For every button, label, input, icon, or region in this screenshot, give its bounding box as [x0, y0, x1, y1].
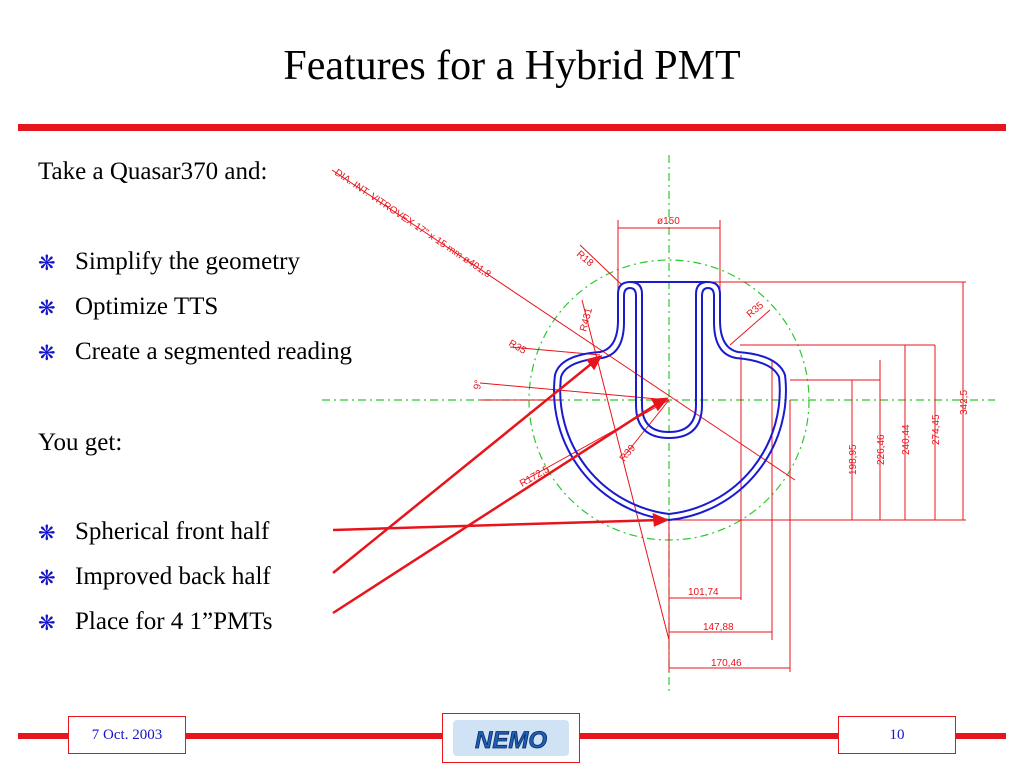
bullet-backhalf: Improved back half [75, 563, 271, 590]
pmt-outline-inner [559, 286, 781, 516]
angle-label: 9° [472, 379, 484, 390]
dim-h1: 101,74 [688, 587, 719, 598]
asterisk-icon: ❋ [38, 296, 56, 320]
dim-v3: 240,44 [901, 424, 912, 455]
dim-v2: 226,46 [876, 434, 887, 465]
bullet-segmented: Create a segmented reading [75, 338, 352, 365]
r431-label: R431 [578, 306, 595, 332]
slide-title: Features for a Hybrid PMT [283, 43, 741, 89]
r431-leader [581, 299, 670, 641]
angle-line-a [479, 382, 670, 401]
reference-circle [528, 259, 810, 541]
arrow-spherical [332, 518, 661, 532]
r18-leader [579, 244, 623, 286]
r39-leader [624, 399, 670, 456]
footer-date: 7 Oct. 2003 [68, 716, 186, 754]
asterisk-icon: ❋ [38, 251, 56, 275]
r35-right-leader [729, 309, 771, 346]
asterisk-icon: ❋ [38, 611, 56, 635]
r35-left-label: R35 [507, 338, 529, 357]
pmt-outline-outer [553, 280, 787, 522]
dim-v4: 274,45 [931, 414, 942, 445]
intro-text: Take a Quasar370 and: [38, 158, 268, 185]
asterisk-icon: ❋ [38, 521, 56, 545]
dim-h3: 170,46 [711, 658, 742, 669]
footer-page-number: 10 [838, 716, 956, 754]
you-get-text: You get: [38, 429, 123, 456]
r18-label: R18 [574, 249, 595, 270]
dim-top-label: ø150 [657, 216, 680, 227]
r35-left-leader [509, 346, 601, 356]
asterisk-icon: ❋ [38, 566, 56, 590]
asterisk-icon: ❋ [38, 341, 56, 365]
arrow-backhalf [332, 359, 597, 574]
bullet-optimize: Optimize TTS [75, 293, 219, 320]
logo-graphic: NEMO [453, 720, 569, 756]
bullet-place: Place for 4 1”PMTs [75, 608, 273, 635]
bullet-simplify: Simplify the geometry [75, 248, 300, 275]
r172-leader [524, 399, 670, 481]
bullet-spherical: Spherical front half [75, 518, 270, 545]
dim-v5: 342,5 [959, 390, 970, 415]
diagonal-annotation: DIA. INT. VITROVEX 17" x 15 mm ø401,8 [332, 167, 493, 280]
dim-v1: 198,95 [848, 444, 859, 475]
r35-right-label: R35 [745, 300, 766, 321]
nemo-logo: NEMO [442, 713, 580, 763]
svg-text:NEMO: NEMO [475, 727, 547, 754]
r39-label: R39 [618, 442, 639, 463]
dim-h2: 147,88 [703, 622, 734, 633]
title-divider [18, 124, 1006, 131]
r172-label: R172,5 [518, 464, 552, 490]
diagonal-leader [331, 169, 796, 481]
arrow-place [332, 400, 661, 615]
